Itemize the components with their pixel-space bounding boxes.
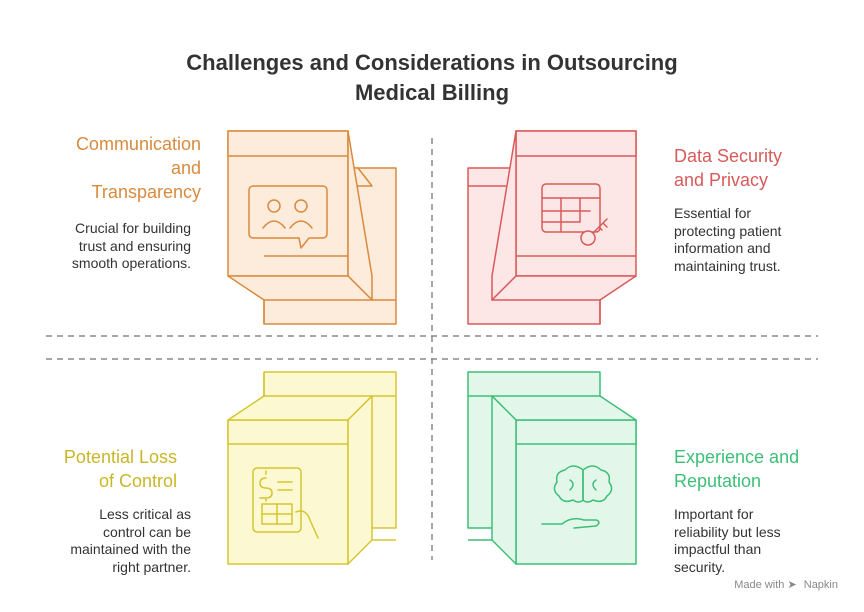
page-title: Challenges and Considerations in Outsour…: [0, 48, 864, 108]
brand-label: Napkin: [803, 579, 838, 591]
desc-loss-of-control: Less critical as control can be maintain…: [70, 506, 191, 575]
title-line-1: Challenges and Considerations in Outsour…: [186, 50, 678, 75]
desc-data-security: Essential for protecting patient informa…: [674, 205, 782, 274]
made-with-label: Made with: [734, 579, 785, 591]
box-loss-of-control: [227, 371, 397, 565]
axis-lines: [46, 138, 818, 560]
brain-hand-icon: [541, 465, 613, 529]
desc-communication: Crucial for building trust and ensuring …: [71, 220, 191, 271]
heading-experience: Experience and Reputation: [674, 447, 800, 491]
heading-data-security: Data Security and Privacy: [674, 146, 783, 190]
title-line-2: Medical Billing: [354, 80, 510, 105]
desc-experience: Important for reliability but less impac…: [674, 506, 781, 575]
heading-communication: Communication and Transparency: [75, 134, 201, 202]
chat-people-icon: [248, 185, 328, 249]
footer-credit[interactable]: Made with ➤ Napkin: [734, 578, 838, 591]
napkin-logo-icon: ➤: [787, 579, 797, 591]
box-data-security: [467, 130, 637, 325]
heading-loss-of-control: Potential Loss of Control: [63, 447, 177, 491]
box-communication: [227, 130, 397, 325]
box-experience: [467, 371, 637, 565]
invoice-hand-icon: [252, 467, 319, 539]
table-key-icon: [541, 183, 608, 246]
